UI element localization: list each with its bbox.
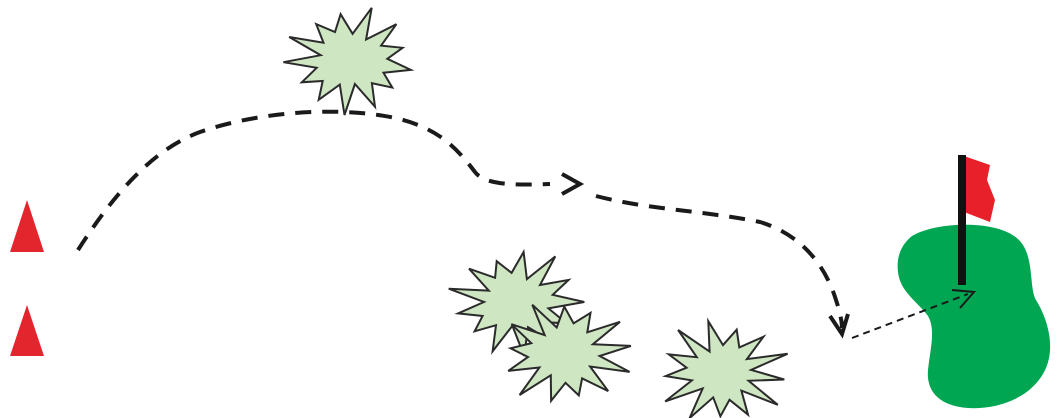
bush-right-icon (665, 321, 787, 418)
flag-pole (958, 155, 966, 285)
shot-path-second (596, 196, 842, 328)
bush-top-icon (283, 8, 410, 115)
arrow-head-mid-icon (562, 174, 580, 194)
flag-icon (964, 156, 995, 222)
putting-green (898, 225, 1051, 408)
shot-path-first (78, 112, 550, 250)
tee-marker-bottom-icon (10, 305, 44, 356)
tee-marker-top-icon (10, 200, 44, 252)
arrow-head-end-icon (830, 314, 848, 334)
